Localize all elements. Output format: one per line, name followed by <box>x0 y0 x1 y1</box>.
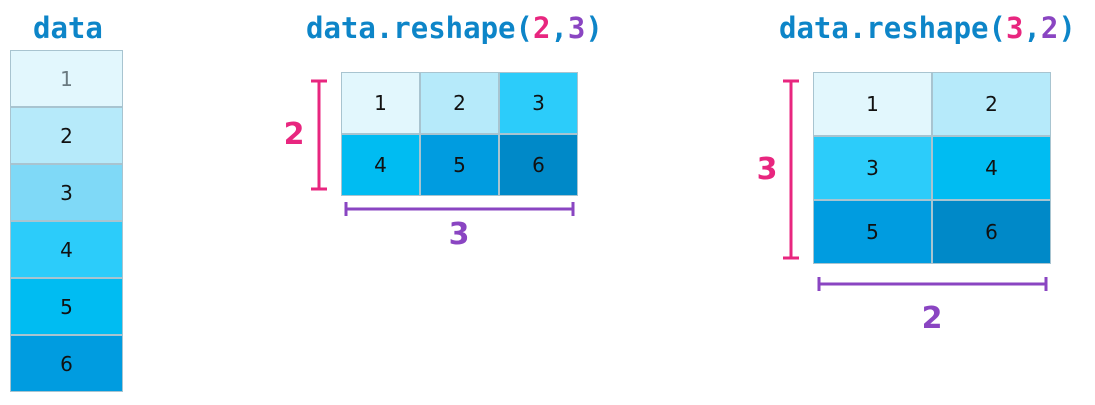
source-title: data <box>33 10 103 46</box>
array-cell: 6 <box>499 134 578 196</box>
rows-label-2-3: 2 <box>283 117 305 152</box>
title-prefix: data.reshape( <box>779 11 1006 45</box>
array-cell: 4 <box>932 136 1051 200</box>
array-cell: 1 <box>813 72 932 136</box>
array-cell: 2 <box>420 72 499 134</box>
array-cell: 5 <box>813 200 932 264</box>
array-cell: 3 <box>813 136 932 200</box>
rows-bracket-2-3 <box>311 79 327 191</box>
title-rows-arg: 3 <box>1005 11 1024 45</box>
rows-bracket-3-2 <box>783 79 799 260</box>
array-cell: 3 <box>10 164 123 221</box>
title-separator: , <box>1023 11 1041 45</box>
array-cell: 1 <box>10 50 123 107</box>
array-cell: 2 <box>10 107 123 164</box>
title-cols-arg: 2 <box>1040 11 1059 45</box>
title-separator: , <box>550 11 568 45</box>
array-cell: 2 <box>932 72 1051 136</box>
array-cell: 6 <box>932 200 1051 264</box>
title-cols-arg: 3 <box>567 11 586 45</box>
array-cell: 5 <box>10 278 123 335</box>
title-suffix: ) <box>585 11 603 45</box>
title-prefix: data.reshape( <box>306 11 533 45</box>
array-cell: 1 <box>341 72 420 134</box>
rows-label-3-2: 3 <box>756 152 778 187</box>
array-cell: 4 <box>10 221 123 278</box>
cols-label-3-2: 2 <box>921 301 943 336</box>
reshape-2-3-title: data.reshape(2,3) <box>306 10 603 46</box>
array-cell: 6 <box>10 335 123 392</box>
title-suffix: ) <box>1058 11 1076 45</box>
cols-bracket-2-3 <box>344 202 575 216</box>
cols-label-2-3: 3 <box>448 217 470 252</box>
array-cell: 4 <box>341 134 420 196</box>
cols-bracket-3-2 <box>817 277 1048 291</box>
title-rows-arg: 2 <box>532 11 551 45</box>
reshape-3-2-title: data.reshape(3,2) <box>779 10 1076 46</box>
array-cell: 3 <box>499 72 578 134</box>
source-title-text: data <box>33 11 103 45</box>
array-cell: 5 <box>420 134 499 196</box>
